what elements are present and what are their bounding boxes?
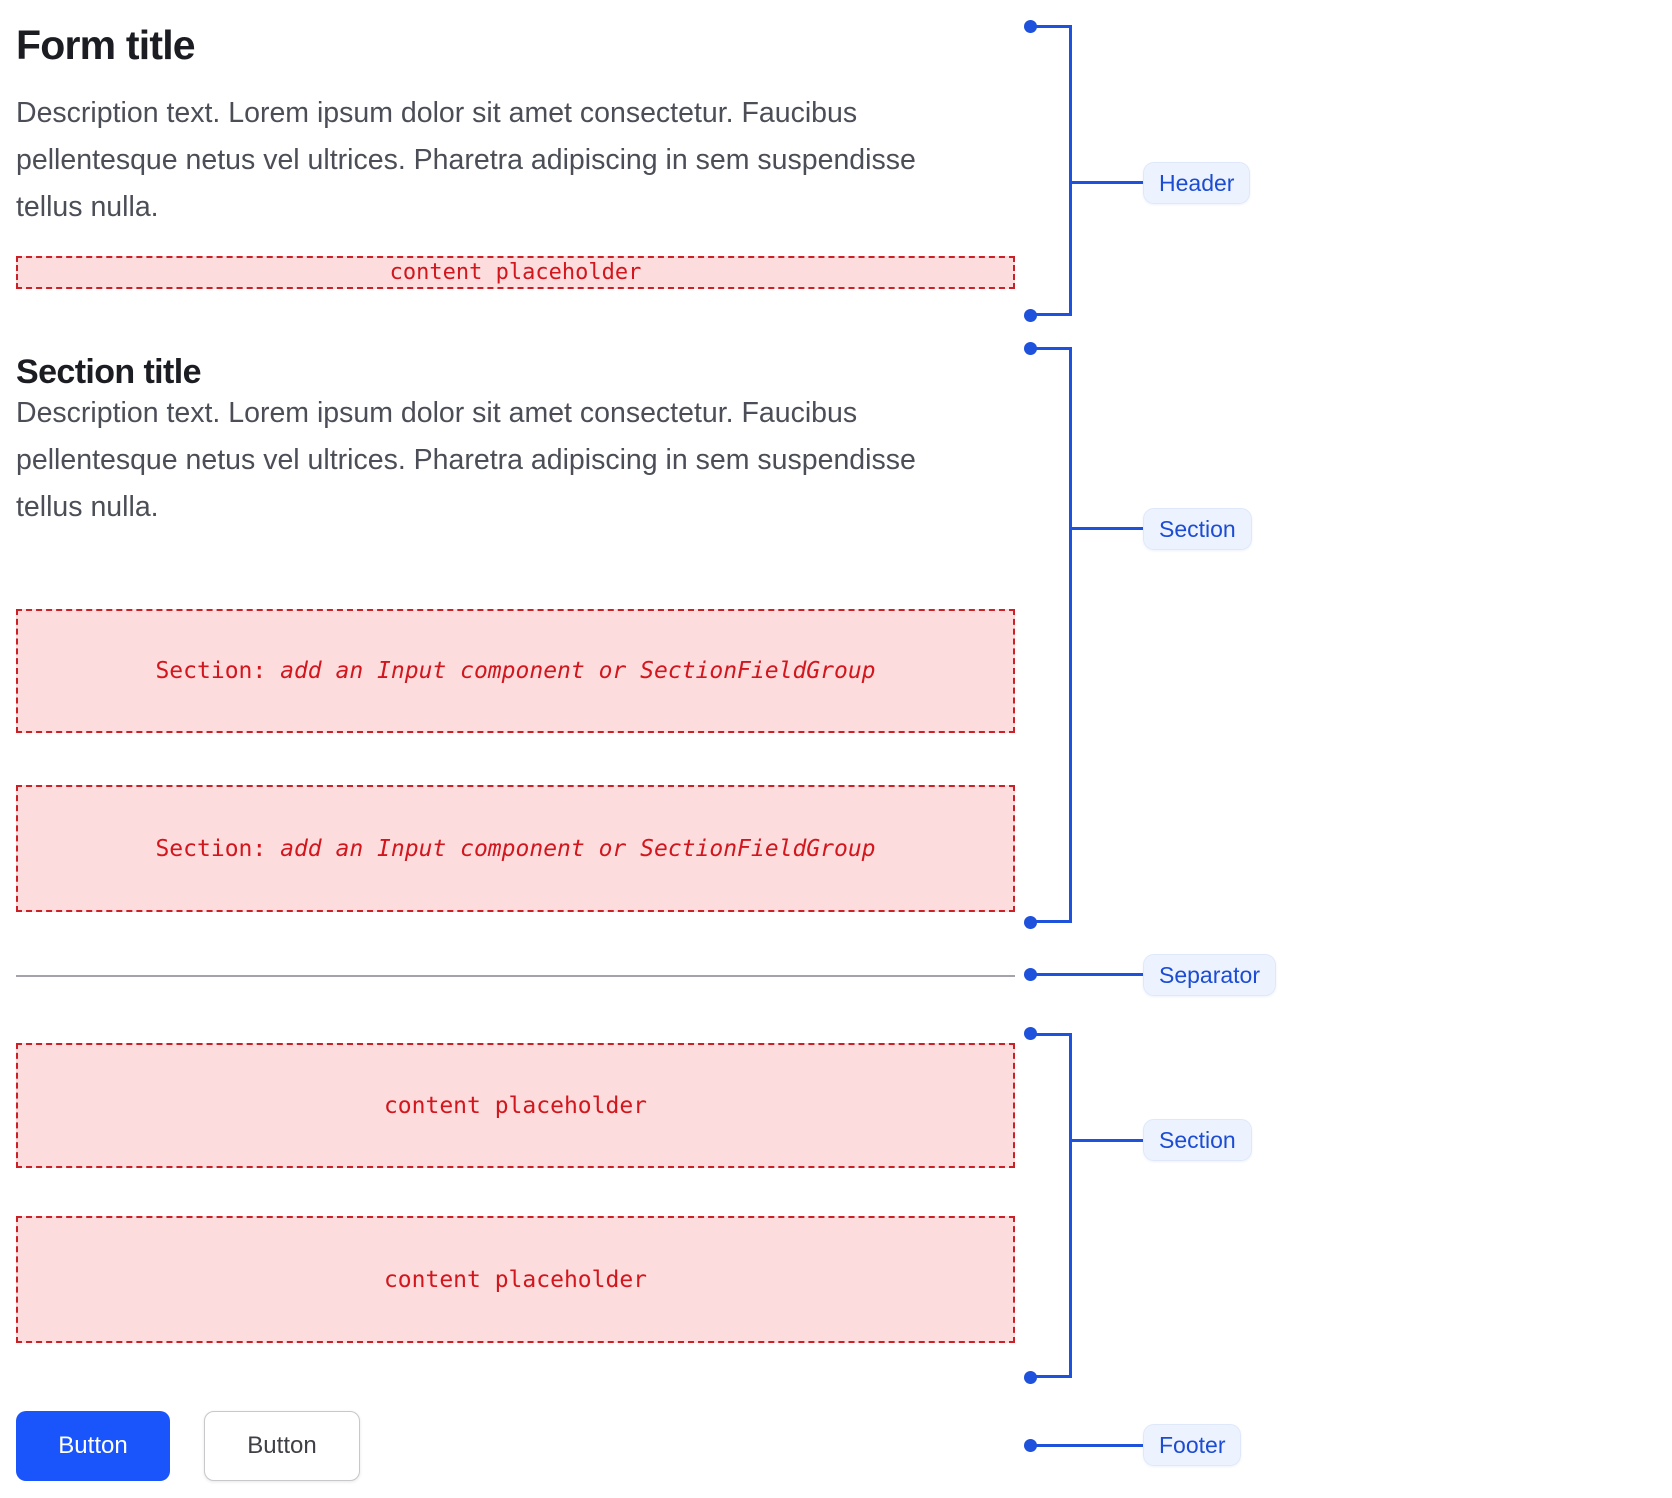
- annotation-label-footer: Footer: [1143, 1424, 1242, 1466]
- slot-text-detail: add an Input component or SectionFieldGr…: [280, 835, 876, 862]
- secondary-button[interactable]: Button: [204, 1411, 360, 1481]
- header-label-connector: [1069, 181, 1143, 184]
- section1-bracket-top-stub: [1030, 347, 1072, 350]
- header-content-placeholder: content placeholder: [16, 256, 1015, 289]
- section1-label-connector: [1069, 527, 1143, 530]
- content-placeholder-1: content placeholder: [16, 1043, 1015, 1168]
- annotation-label-separator: Separator: [1143, 954, 1277, 996]
- slot-text: Section: add an Input component or Secti…: [155, 836, 875, 862]
- header-bracket-bottom-stub: [1030, 313, 1072, 316]
- slot-text-prefix: Section:: [155, 658, 267, 684]
- section-title: Section title: [16, 353, 202, 391]
- section1-bracket-line: [1069, 348, 1072, 923]
- annotation-label-header: Header: [1143, 162, 1251, 204]
- form-title: Form title: [16, 22, 196, 68]
- placeholder-text: content placeholder: [389, 260, 642, 285]
- annotation-label-section2: Section: [1143, 1119, 1252, 1161]
- placeholder-text: content placeholder: [383, 1092, 648, 1119]
- separator-label-connector: [1030, 973, 1143, 976]
- section1-bracket-bottom-stub: [1030, 920, 1072, 923]
- section-input-slot-1: Section: add an Input component or Secti…: [16, 609, 1015, 733]
- section2-bracket-bottom-dot: [1024, 1371, 1037, 1384]
- slot-text-detail: add an Input component or SectionFieldGr…: [280, 658, 876, 684]
- section-input-slot-2: Section: add an Input component or Secti…: [16, 785, 1015, 912]
- form-description: Description text. Lorem ipsum dolor sit …: [16, 97, 916, 223]
- slot-text-prefix: Section:: [155, 835, 267, 862]
- section2-bracket-line: [1069, 1034, 1072, 1378]
- content-placeholder-2: content placeholder: [16, 1216, 1015, 1343]
- section2-bracket-top-stub: [1030, 1033, 1072, 1036]
- section1-bracket-bottom-dot: [1024, 916, 1037, 929]
- placeholder-text: content placeholder: [383, 1266, 648, 1293]
- primary-button[interactable]: Button: [16, 1411, 170, 1481]
- section2-label-connector: [1069, 1139, 1143, 1142]
- section-description: Description text. Lorem ipsum dolor sit …: [16, 397, 916, 523]
- header-bracket-top-stub: [1030, 25, 1072, 28]
- separator-line: [16, 975, 1015, 977]
- annotation-label-section1: Section: [1143, 508, 1252, 550]
- header-bracket-line: [1069, 26, 1072, 316]
- section2-bracket-bottom-stub: [1030, 1375, 1072, 1378]
- header-bracket-bottom-dot: [1024, 309, 1037, 322]
- form-footer: Button Button: [16, 1411, 360, 1481]
- slot-text: Section: add an Input component or Secti…: [155, 658, 875, 684]
- footer-label-connector: [1030, 1444, 1143, 1447]
